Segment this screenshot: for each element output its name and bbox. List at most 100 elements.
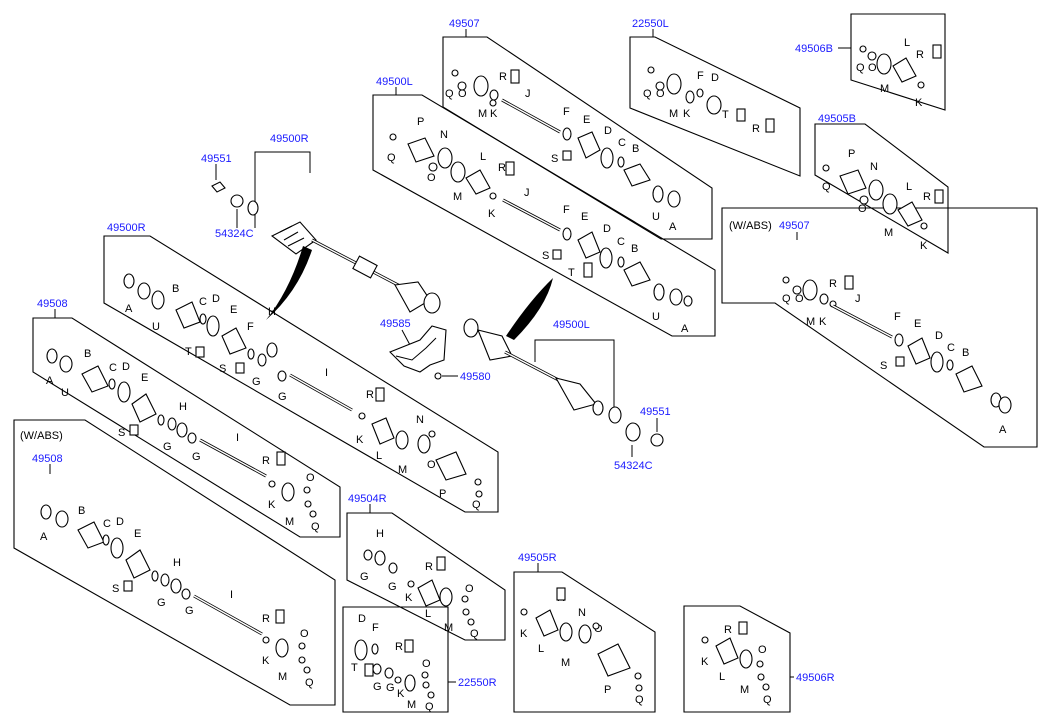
parts-panel-49504R bbox=[363, 549, 475, 626]
part-tag-g: G bbox=[163, 441, 172, 453]
part-tag-m: M bbox=[285, 516, 294, 528]
label-22550R[interactable]: 22550R bbox=[458, 677, 497, 689]
label-49551-left[interactable]: 49551 bbox=[201, 153, 232, 165]
part-tag-d: D bbox=[603, 223, 611, 235]
part-tag-m: M bbox=[884, 227, 893, 239]
part-tag-m: M bbox=[398, 464, 407, 476]
svg-text:49500L: 49500L bbox=[376, 76, 413, 88]
label-49500R-box[interactable]: 49500R bbox=[107, 222, 146, 234]
part-tag-m: M bbox=[478, 108, 487, 120]
parts-panel-49500R-box bbox=[123, 273, 483, 498]
part-tag-o: O bbox=[465, 583, 474, 595]
part-tag-j: J bbox=[855, 293, 861, 305]
part-tag-o: O bbox=[858, 203, 867, 215]
panel-49507-abs bbox=[721, 207, 1038, 448]
part-tag-o: O bbox=[306, 472, 315, 484]
part-tag-r: R bbox=[425, 561, 433, 573]
part-tag-a: A bbox=[46, 375, 54, 387]
part-tag-p: P bbox=[439, 488, 446, 500]
svg-text:49504R: 49504R bbox=[348, 493, 387, 505]
label-49508-abs[interactable]: 49508 bbox=[32, 453, 63, 465]
qualifier-wabs-49507: (W/ABS) bbox=[729, 220, 772, 232]
panel-49508 bbox=[32, 317, 341, 538]
part-tag-l: L bbox=[480, 151, 486, 163]
part-tag-f: F bbox=[697, 70, 704, 82]
label-49504R[interactable]: 49504R bbox=[348, 493, 387, 505]
part-tag-b: B bbox=[84, 348, 91, 360]
label-49500L-top[interactable]: 49500L bbox=[376, 76, 413, 88]
part-tag-b: B bbox=[172, 283, 179, 295]
label-49506B[interactable]: 49506B bbox=[795, 43, 833, 55]
part-tag-m: M bbox=[407, 699, 416, 711]
parts-panel-49508 bbox=[46, 348, 317, 518]
label-22550L[interactable]: 22550L bbox=[632, 18, 669, 30]
part-tag-a: A bbox=[681, 323, 689, 335]
parts-panel-49500L-top bbox=[389, 133, 693, 307]
label-49507-top[interactable]: 49507 bbox=[449, 18, 480, 30]
part-tag-k: K bbox=[268, 499, 276, 511]
part-tag-c: C bbox=[199, 296, 207, 308]
tags-panel-22550L: Q O M K F D T R bbox=[643, 70, 760, 135]
part-tag-e: E bbox=[583, 114, 590, 126]
panel-49500R-box bbox=[103, 235, 499, 513]
label-49500L-main[interactable]: 49500L bbox=[553, 319, 590, 331]
part-tag-q: Q bbox=[445, 88, 454, 100]
parts-panel-49505R bbox=[520, 587, 643, 692]
label-54324C-right[interactable]: 54324C bbox=[614, 460, 653, 472]
part-tag-q: Q bbox=[856, 62, 865, 74]
label-49580[interactable]: 49580 bbox=[460, 371, 491, 383]
part-tag-m: M bbox=[669, 108, 678, 120]
part-tag-s: S bbox=[880, 360, 887, 372]
part-tag-a: A bbox=[125, 303, 133, 315]
label-49500R-main[interactable]: 49500R bbox=[270, 133, 309, 145]
part-tag-t: T bbox=[568, 267, 575, 279]
left-drive-shaft-assembly bbox=[463, 278, 664, 447]
part-tag-o: O bbox=[594, 623, 603, 635]
label-49505B[interactable]: 49505B bbox=[818, 113, 856, 125]
label-49506R[interactable]: 49506R bbox=[796, 672, 835, 684]
part-tag-c: C bbox=[103, 518, 111, 530]
label-54324C-left[interactable]: 54324C bbox=[215, 228, 254, 240]
part-tag-d: D bbox=[122, 361, 130, 373]
label-49508[interactable]: 49508 bbox=[37, 298, 68, 310]
svg-text:49505R: 49505R bbox=[518, 552, 557, 564]
parts-panel-22550R bbox=[354, 639, 435, 699]
label-49585[interactable]: 49585 bbox=[380, 318, 411, 330]
part-tag-s: S bbox=[118, 427, 125, 439]
svg-text:49500R: 49500R bbox=[107, 222, 146, 234]
tags-panel-49500L-top: Q P N O M L R K J F E D C B S T U A bbox=[387, 116, 689, 335]
svg-text:49500L: 49500L bbox=[553, 319, 590, 331]
part-tag-n: N bbox=[416, 414, 424, 426]
svg-text:49506R: 49506R bbox=[796, 672, 835, 684]
part-tag-s: S bbox=[219, 363, 226, 375]
part-tag-k: K bbox=[490, 108, 498, 120]
qualifier-wabs-49508: (W/ABS) bbox=[20, 430, 63, 442]
label-49505R[interactable]: 49505R bbox=[518, 552, 557, 564]
part-tag-l: L bbox=[906, 181, 912, 193]
part-tag-b: B bbox=[78, 505, 85, 517]
part-tag-q: Q bbox=[311, 521, 320, 533]
part-tag-g: G bbox=[373, 681, 382, 693]
svg-text:49551: 49551 bbox=[201, 153, 232, 165]
part-tag-m: M bbox=[880, 83, 889, 95]
part-tag-f: F bbox=[563, 106, 570, 118]
parts-panel-49506R bbox=[701, 621, 770, 691]
part-tag-a: A bbox=[999, 424, 1007, 436]
part-tag-h: H bbox=[268, 306, 276, 318]
svg-text:54324C: 54324C bbox=[614, 460, 653, 472]
part-tag-p: P bbox=[848, 148, 855, 160]
part-tag-i: I bbox=[325, 367, 328, 379]
part-tag-l: L bbox=[719, 671, 725, 683]
label-49551-right[interactable]: 49551 bbox=[640, 406, 671, 418]
parts-panel-49507-abs bbox=[782, 275, 1012, 414]
part-tag-e: E bbox=[581, 211, 588, 223]
part-tag-t: T bbox=[351, 662, 358, 674]
label-49507-abs[interactable]: 49507 bbox=[779, 220, 810, 232]
part-tag-d: D bbox=[935, 330, 943, 342]
part-tag-d: D bbox=[358, 613, 366, 625]
svg-text:49506B: 49506B bbox=[795, 43, 833, 55]
panel-49505R bbox=[513, 571, 656, 713]
svg-text:49585: 49585 bbox=[380, 318, 411, 330]
part-tag-r: R bbox=[916, 49, 924, 61]
